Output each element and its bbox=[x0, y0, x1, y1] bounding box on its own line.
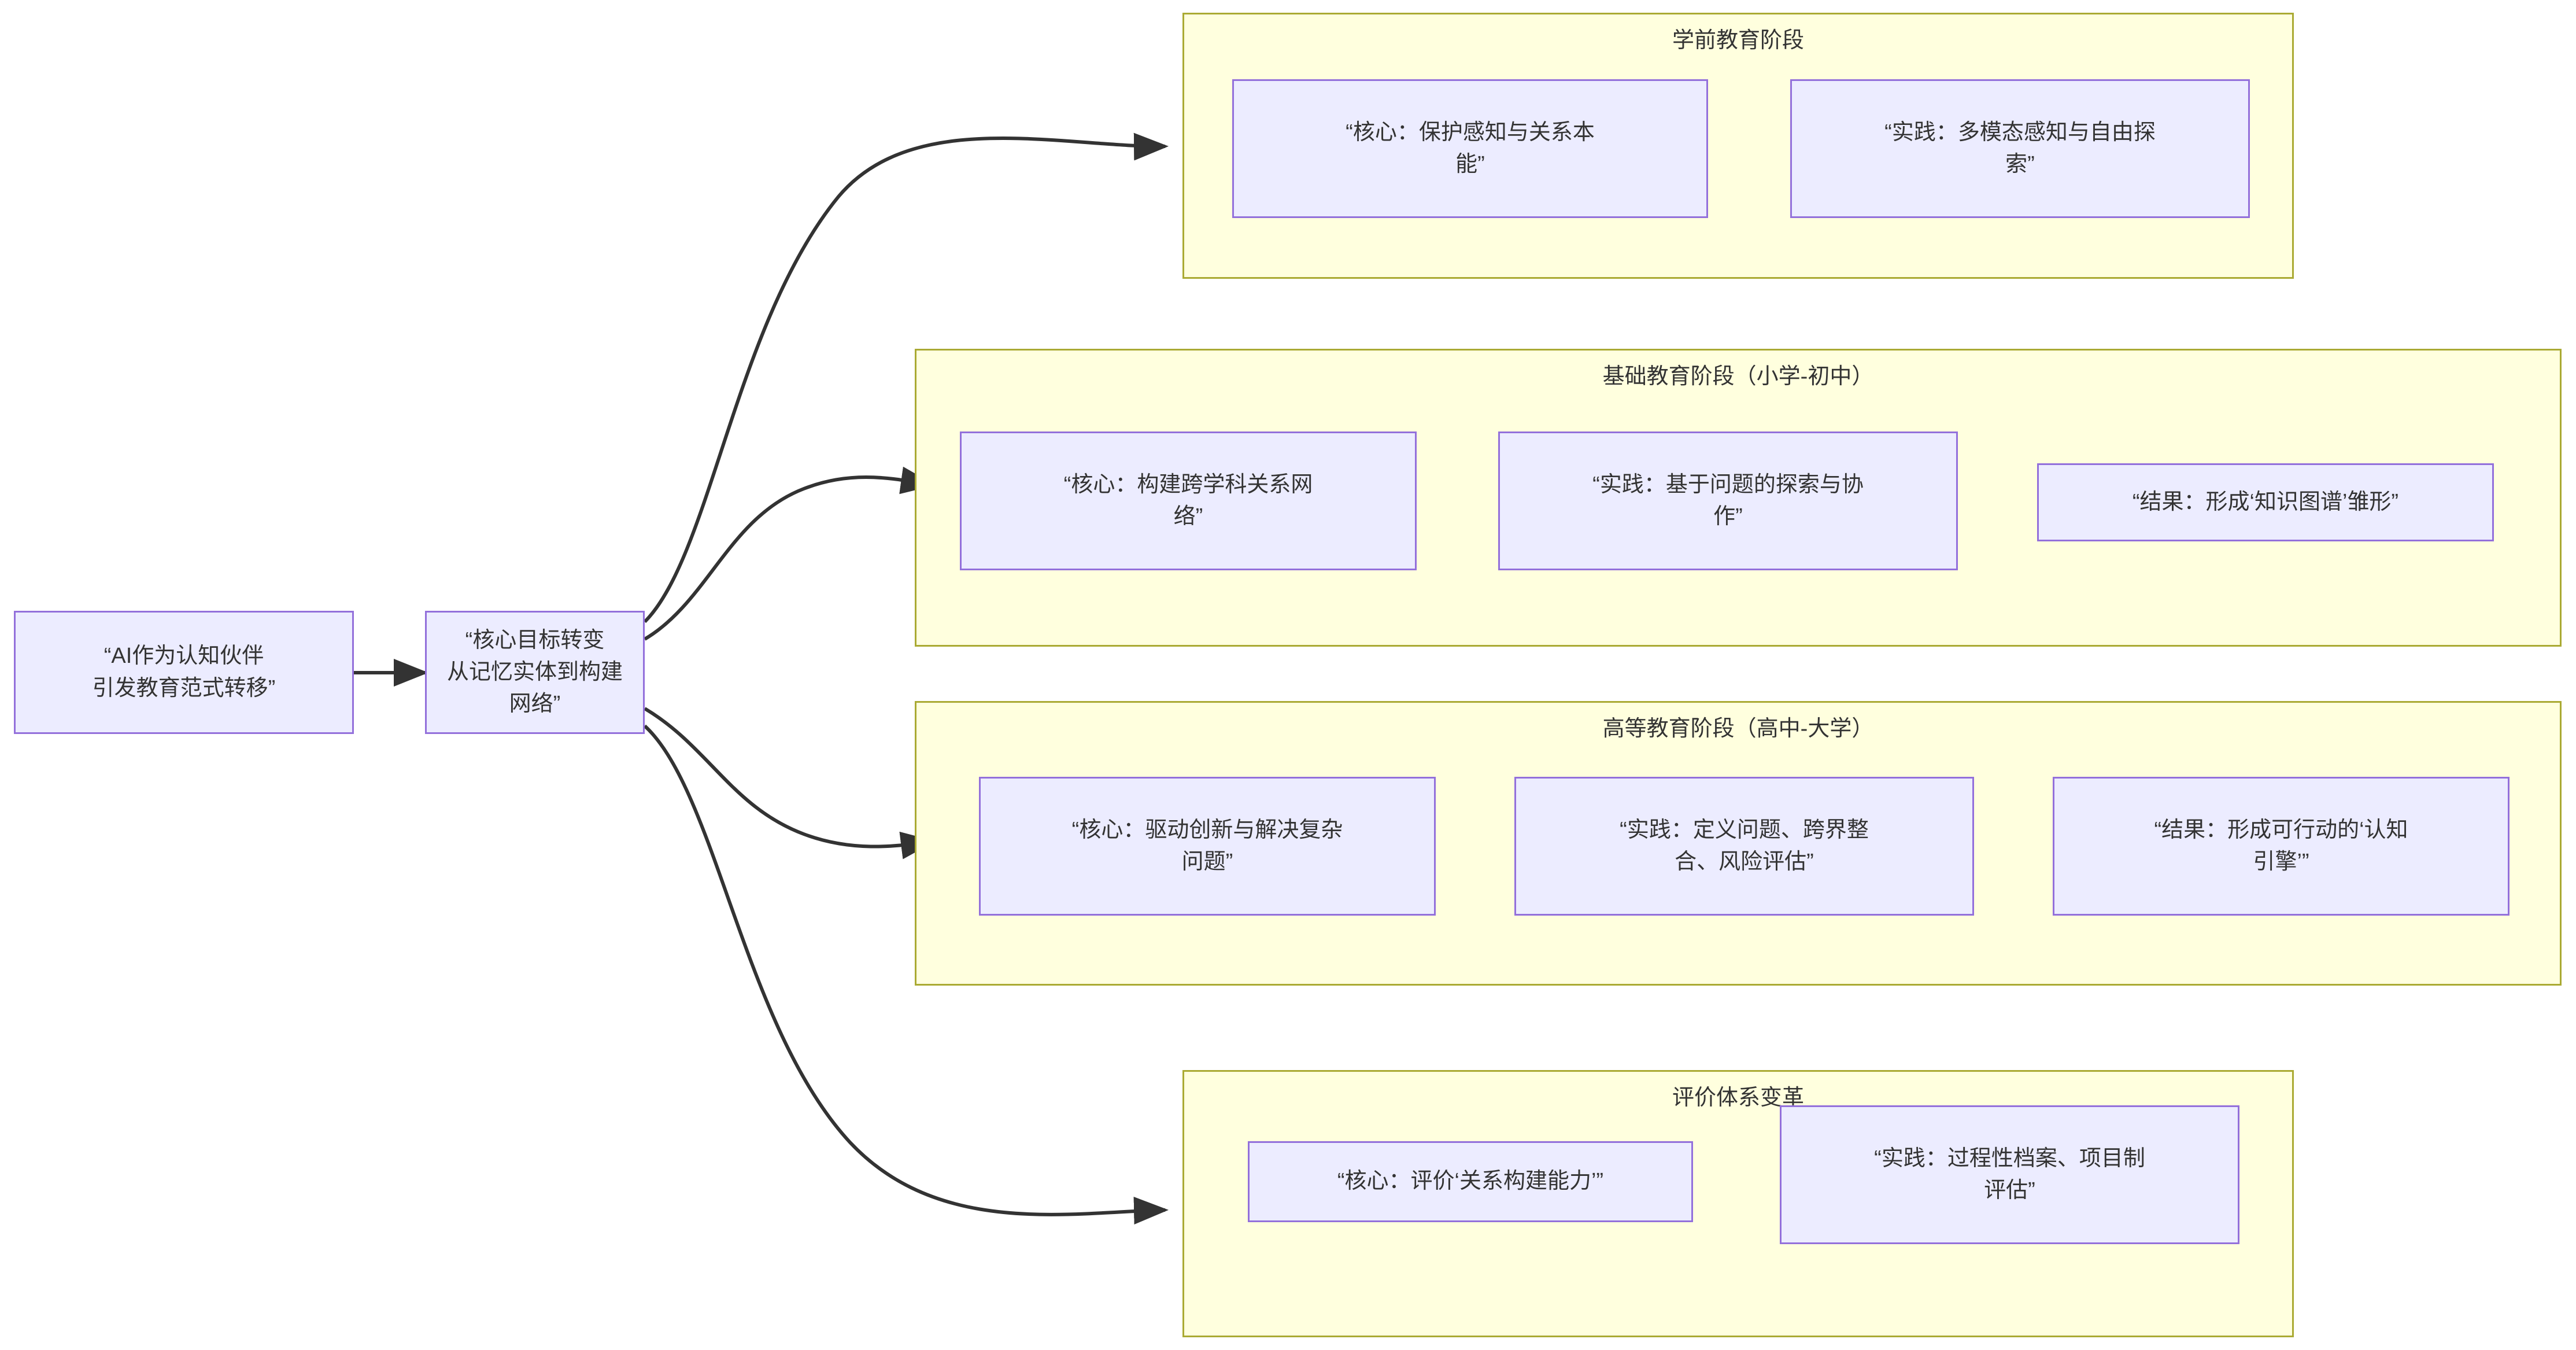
node-pivot[interactable]: “核心目标转变 从记忆实体到构建网络” bbox=[425, 611, 645, 734]
edge-pivot-to-higher bbox=[644, 707, 936, 860]
node-preschool-practice[interactable]: “实践：多模态感知与自由探 索” bbox=[1790, 79, 2250, 218]
node-basic-result[interactable]: “结果：形成‘知识图谱’雏形” bbox=[2037, 463, 2494, 541]
cluster-higher: 高等教育阶段（高中-大学） “核心：驱动创新与解决复杂 问题” “实践：定义问题… bbox=[915, 701, 2562, 986]
node-basic-core[interactable]: “核心：构建跨学科关系网 络” bbox=[960, 431, 1417, 570]
cluster-basic-title: 基础教育阶段（小学-初中） bbox=[1602, 364, 1874, 389]
node-higher-result[interactable]: “结果：形成可行动的‘认知 引擎’” bbox=[2053, 777, 2510, 916]
node-higher-practice[interactable]: “实践：定义问题、跨界整 合、风险评估” bbox=[1514, 777, 1974, 916]
node-evaluation-practice[interactable]: “实践：过程性档案、项目制 评估” bbox=[1780, 1105, 2239, 1244]
node-preschool-core[interactable]: “核心：保护感知与关系本 能” bbox=[1232, 79, 1708, 218]
cluster-preschool-title: 学前教育阶段 bbox=[1672, 28, 1804, 53]
node-evaluation-core[interactable]: “核心：评价‘关系构建能力’” bbox=[1248, 1141, 1693, 1222]
cluster-evaluation: 评价体系变革 “核心：评价‘关系构建能力’” “实践：过程性档案、项目制 评估” bbox=[1182, 1070, 2294, 1337]
cluster-basic: 基础教育阶段（小学-初中） “核心：构建跨学科关系网 络” “实践：基于问题的探… bbox=[915, 349, 2562, 647]
cluster-higher-title: 高等教育阶段（高中-大学） bbox=[1602, 717, 1874, 741]
node-root[interactable]: “AI作为认知伙伴 引发教育范式转移” bbox=[14, 611, 354, 734]
node-basic-practice[interactable]: “实践：基于问题的探索与协 作” bbox=[1498, 431, 1958, 570]
node-higher-core[interactable]: “核心：驱动创新与解决复杂 问题” bbox=[979, 777, 1436, 916]
edge-pivot-to-basic bbox=[644, 466, 936, 641]
cluster-preschool: 学前教育阶段 “核心：保护感知与关系本 能” “实践：多模态感知与自由探 索” bbox=[1182, 13, 2294, 279]
